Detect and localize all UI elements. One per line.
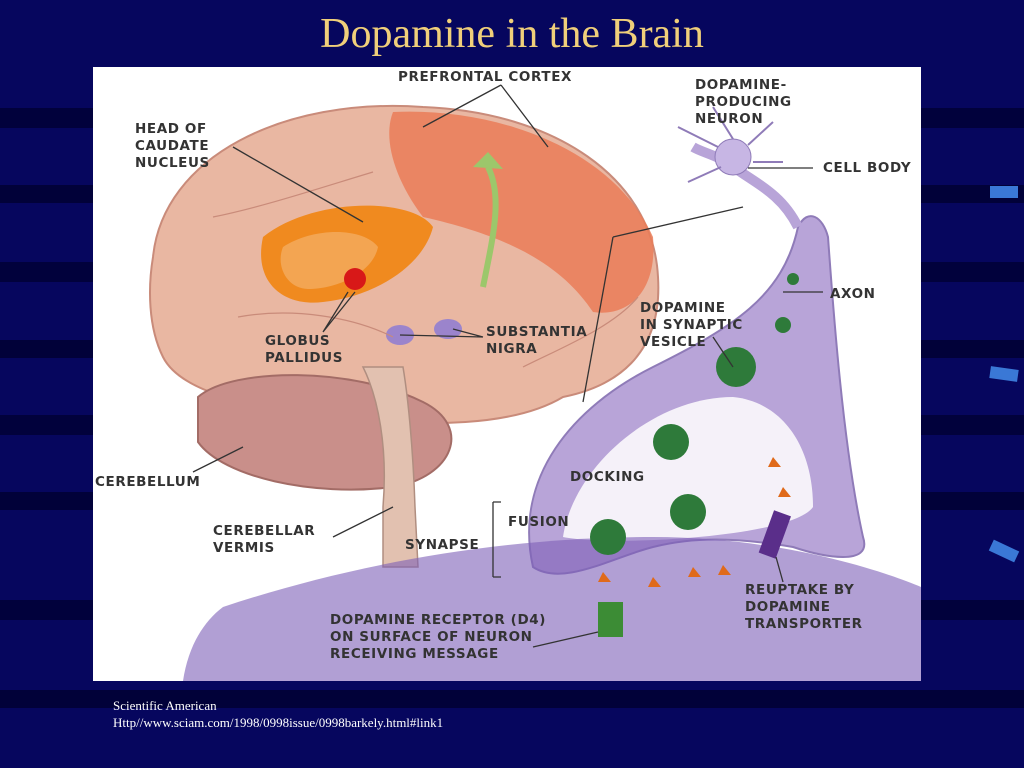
brain-drawing [149,105,660,568]
label-dopamine-producing-neuron: DOPAMINE- PRODUCING NEURON [695,77,792,127]
label-axon: AXON [830,286,876,302]
label-cerebellum: CEREBELLUM [95,474,201,490]
label-prefrontal-cortex: PREFRONTAL CORTEX [398,69,573,85]
label-dopamine-receptor: DOPAMINE RECEPTOR (D4) ON SURFACE OF NEU… [330,612,547,662]
label-dopamine-in-synaptic-vesicle: DOPAMINE IN SYNAPTIC VESICLE [640,300,743,350]
label-head-of-caudate-nucleus: HEAD OF CAUDATE NUCLEUS [135,121,210,171]
slide-title: Dopamine in the Brain [320,11,704,57]
label-cell-body: CELL BODY [823,160,912,176]
label-cerebellar-vermis: CEREBELLAR VERMIS [213,523,316,556]
illustration-drawing [149,84,921,681]
caption-url[interactable]: Http//www.sciam.com/1998/0998issue/0998b… [113,715,444,730]
label-fusion: FUSION [508,514,570,530]
source-caption: Scientific American Http//www.sciam.com/… [113,697,443,731]
dopamine-brain-illustration: PREFRONTAL CORTEX HEAD OF CAUDATE NUCLEU… [93,67,921,681]
label-synapse: SYNAPSE [405,537,480,553]
leader-lines [192,84,823,648]
label-docking: DOCKING [570,469,645,485]
caption-source: Scientific American [113,698,217,713]
label-substantia-nigra: SUBSTANTIA NIGRA [486,324,588,357]
label-globus-pallidus: GLOBUS PALLIDUS [265,333,344,366]
neuron-drawing [183,106,921,681]
label-reuptake-by-dopamine-transporter: REUPTAKE BY DOPAMINE TRANSPORTER [745,582,863,632]
